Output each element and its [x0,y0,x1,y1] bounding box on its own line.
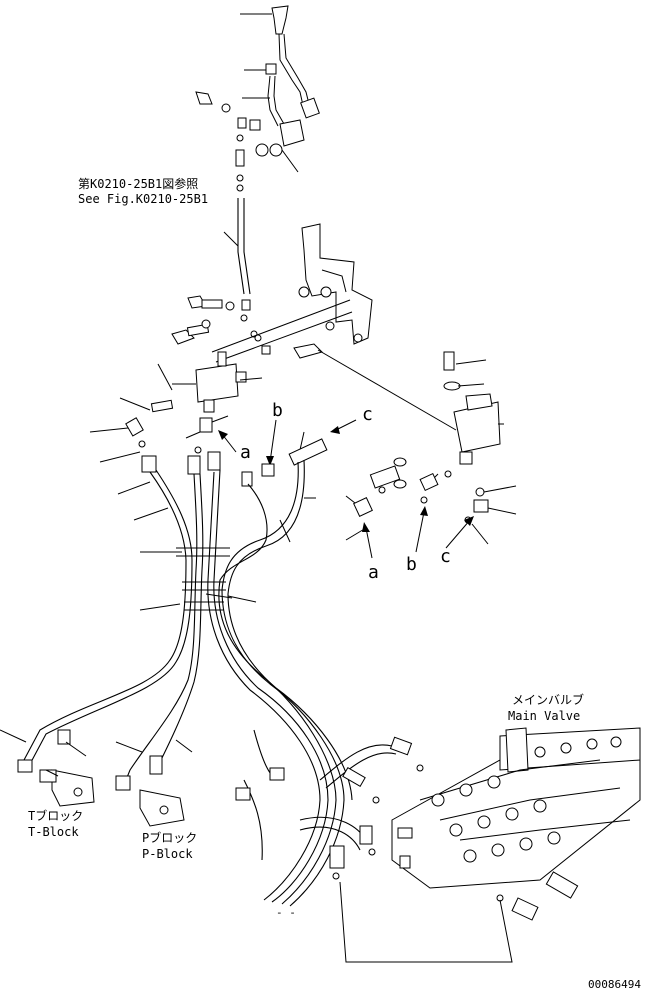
t-block-label-jp: Tブロック [28,808,83,823]
valve-bracket [293,223,373,359]
p-block [115,755,185,827]
return-line [339,881,513,963]
ppc-valve-right [443,351,501,513]
leader-p-block-3 [65,741,87,757]
port-c-lower: c [440,546,451,567]
leader-lines-top [223,13,299,247]
hose-ends-upper [141,438,328,487]
leader-lines-right [345,359,517,545]
main-valve [332,727,641,921]
leader-t-block-2 [45,769,59,777]
main-valve-label-jp: メインバルブ [512,692,584,707]
reference-note-jp: 第K0210-25B1図参照 [78,176,198,191]
port-a-upper: a [240,442,251,463]
hose-bundle [23,459,353,907]
reference-note-en: See Fig.K0210-25B1 [78,192,208,206]
port-b-upper: b [272,400,283,421]
port-a-lower: a [368,562,379,583]
arrows-lower [362,506,474,559]
port-b-lower: b [406,554,417,575]
lever-rod [237,198,251,295]
hoses-to-main-valve [235,729,413,869]
ppc-valve-left [195,299,353,413]
fittings-right [353,457,472,524]
leader-p-block-2 [175,739,193,753]
p-block-label-en: P-Block [142,847,193,861]
leader-t-block [0,729,27,743]
stray-mark: - - [276,906,296,919]
t-block [17,729,95,807]
arrows-upper [218,419,357,466]
port-c-upper: c [362,404,373,425]
main-valve-label-en: Main Valve [508,709,580,723]
leader-p-block [115,741,143,753]
control-lever-assembly [195,5,320,192]
drawing-number: 00086494 [588,978,641,991]
t-block-label-en: T-Block [28,825,79,839]
p-block-label-jp: Pブロック [142,830,197,845]
fittings-left [125,399,213,454]
bolt-set [171,295,258,345]
connection-line [317,349,457,431]
